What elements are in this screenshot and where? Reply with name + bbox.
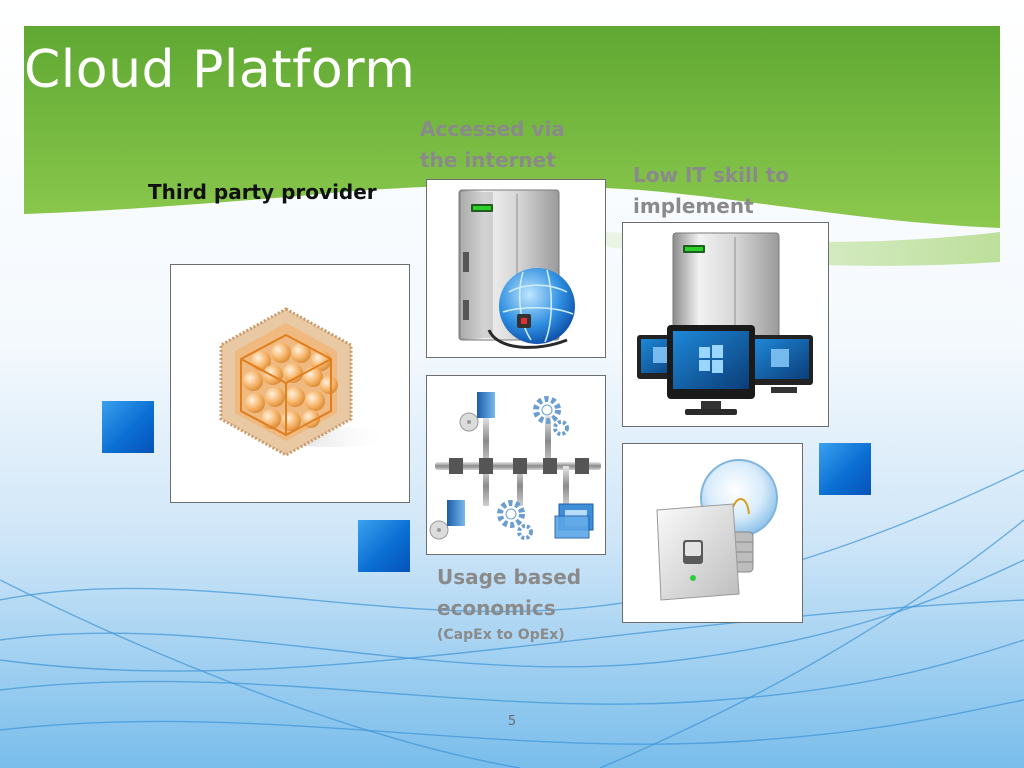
image-box-economics (622, 443, 803, 623)
server-monitors-icon (637, 232, 813, 415)
label-usage-line1: Usage based (437, 565, 582, 589)
label-low-it: Low IT skill to implement (633, 160, 789, 222)
server-globe-icon (458, 189, 575, 349)
label-third-party-text: Third party provider (148, 180, 377, 204)
label-low-it-line1: Low IT skill to (633, 163, 790, 187)
image-box-provider (170, 264, 410, 503)
label-usage: Usage based economics (CapEx to OpEx) (437, 562, 581, 646)
label-accessed-line1: Accessed via (420, 117, 565, 141)
network-pipeline-icon (429, 392, 601, 540)
switch-lightbulb-icon (656, 459, 778, 601)
accent-square-right (819, 443, 871, 495)
image-box-internet (426, 179, 606, 358)
label-usage-line2: economics (437, 596, 556, 620)
label-third-party: Third party provider (148, 177, 377, 208)
slide-title: Cloud Platform (24, 40, 416, 100)
orange-cube-icon (219, 307, 391, 457)
accent-square-middle (358, 520, 410, 572)
label-accessed: Accessed via the internet (420, 114, 565, 176)
image-box-low-it (622, 222, 829, 427)
label-usage-sub: (CapEx to OpEx) (437, 627, 565, 643)
page-number: 5 (507, 714, 517, 729)
accent-square-left (102, 401, 154, 453)
label-low-it-line2: implement (633, 194, 754, 218)
label-accessed-line2: the internet (420, 148, 556, 172)
image-box-usage (426, 375, 606, 555)
